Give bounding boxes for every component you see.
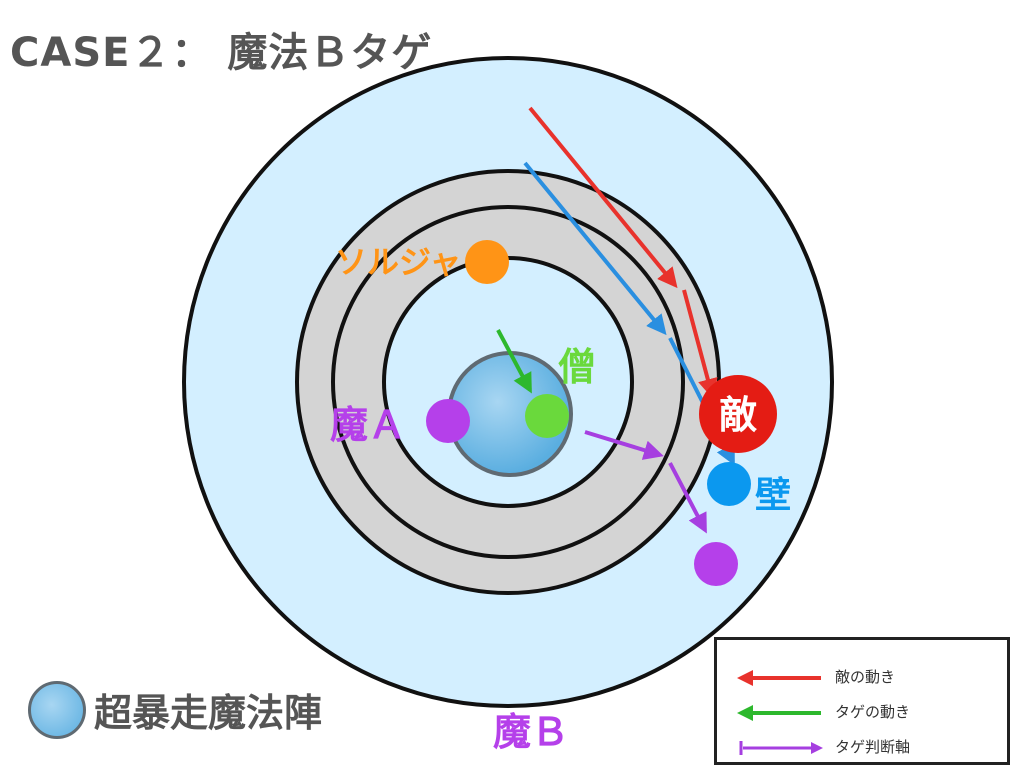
mage-a-unit — [426, 399, 470, 443]
legend-item-judgement-axis: タゲ判断軸 — [717, 732, 1007, 762]
target-movement-arrow — [523, 161, 667, 336]
wall-label: 壁 — [755, 475, 791, 516]
enemy-movement-arrow — [528, 106, 678, 289]
target-judgement-axis-arrow-2 — [668, 462, 707, 534]
legend-label: タゲ判断軸 — [835, 738, 911, 756]
red-arrow-icon — [737, 670, 821, 686]
enemy-movement-arrow-2 — [682, 289, 718, 399]
magic-circle-key-label: 超暴走魔法陣 — [94, 691, 323, 735]
page-title: CASE２： 魔法Ｂタゲ — [10, 30, 433, 76]
legend-item-target-movement: タゲの動き — [717, 697, 1007, 727]
priest-movement-arrow — [496, 329, 532, 394]
priest-label: 僧 — [558, 345, 596, 389]
green-arrow-icon — [737, 705, 821, 721]
soldier-label: ソルジャ — [335, 243, 461, 281]
mage-b-unit — [694, 542, 738, 586]
priest-unit — [525, 394, 569, 438]
wall-unit — [707, 462, 751, 506]
mage-a-label: 魔Ａ — [330, 403, 406, 447]
legend-item-enemy-movement: 敵の動き — [717, 662, 1007, 692]
middle-ring-line — [331, 205, 685, 559]
enemy-label: 敵 — [719, 393, 757, 437]
target-judgement-axis-arrow — [584, 430, 664, 460]
legend: 敵の動き タゲの動き タゲ判断軸 — [714, 637, 1010, 765]
legend-label: タゲの動き — [835, 703, 911, 721]
legend-label: 敵の動き — [835, 668, 896, 686]
mage-b-label: 魔Ｂ — [493, 710, 569, 754]
soldier-unit — [465, 240, 509, 284]
enemy-unit — [699, 375, 777, 453]
purple-axis-icon — [739, 741, 823, 755]
magic-circle-key-icon — [28, 681, 86, 739]
